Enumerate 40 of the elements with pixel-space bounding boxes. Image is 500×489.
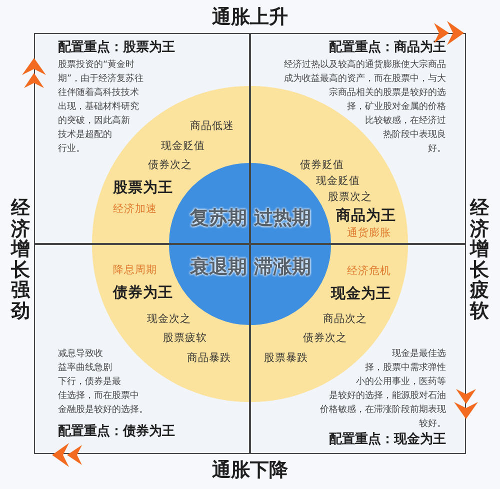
phase-label: 衰退期 <box>190 256 247 279</box>
allocation-heading: 配置重点：股票为王 <box>58 40 175 56</box>
ranking-text: 债券次之 <box>148 159 192 172</box>
allocation-heading: 配置重点：现金为王 <box>329 432 446 448</box>
lead-asset-text: 商品为王 <box>336 207 396 225</box>
quadrant-panel <box>250 33 466 244</box>
cycle-stage-text: 经济危机 <box>347 265 391 278</box>
phase-label: 过热期 <box>254 207 311 230</box>
cycle-stage-text: 经济加速 <box>113 203 157 216</box>
ranking-text: 现金次之 <box>147 313 191 326</box>
cycle-stage-text: 降息周期 <box>113 264 157 277</box>
ranking-text: 现金贬值 <box>316 175 360 188</box>
lead-asset-text: 债券为王 <box>113 284 173 302</box>
ranking-text: 股票次之 <box>328 191 372 204</box>
cycle-stage-text: 通货膨胀 <box>347 227 391 240</box>
lead-asset-text: 股票为王 <box>113 179 173 197</box>
quadrant-panel <box>250 244 466 454</box>
quadrant-panel <box>34 244 250 454</box>
phase-label: 复苏期 <box>190 207 247 230</box>
allocation-heading: 配置重点：商品为王 <box>329 40 446 56</box>
description-text: 减息导致收益率曲线急剧下行，债券是最佳选择，而在股票中金融股是较好的选择。 <box>58 348 149 417</box>
description-text: 经济过热以及较高的通货膨胀使大宗商品成为收益最高的资产，而在股票中，与大宗商品相关的股票是较好的选择，矿业股对金属的价格比较敏感，在经济过热阶段中表现良好。 <box>283 58 446 156</box>
ranking-text: 商品暴跌 <box>187 352 231 365</box>
axis-label: 经济增长疲软 <box>469 198 490 321</box>
description-text: 现金是最佳选择，股票中需求弹性小的公用事业，医药等是较好的选择，能源股对石油价格敏感，在滞涨阶段前期表现较好。 <box>319 348 446 431</box>
phase-label: 滞涨期 <box>254 256 311 279</box>
ranking-text: 现金贬值 <box>161 140 205 153</box>
lead-asset-text: 现金为王 <box>331 285 391 303</box>
ranking-text: 商品次之 <box>323 313 367 326</box>
axis-label: 通胀下降 <box>212 459 288 481</box>
description-text: 股票投资的“黄金时期”，由于经济复苏往往伴随着高科技技术出现，基础材料研究的突破，因此高新技术是超配的行业。 <box>58 58 145 156</box>
ranking-text: 债券贬值 <box>300 159 344 172</box>
axis-label: 通胀上升 <box>212 6 288 28</box>
ranking-text: 债券次之 <box>303 332 347 345</box>
quadrant-panel <box>34 33 250 244</box>
ranking-text: 商品低迷 <box>190 120 234 133</box>
axis-label: 经济增长强劲 <box>10 198 31 321</box>
ranking-text: 股票暴跌 <box>264 352 308 365</box>
allocation-heading: 配置重点：债券为王 <box>58 424 175 440</box>
ranking-text: 股票疲软 <box>163 332 207 345</box>
